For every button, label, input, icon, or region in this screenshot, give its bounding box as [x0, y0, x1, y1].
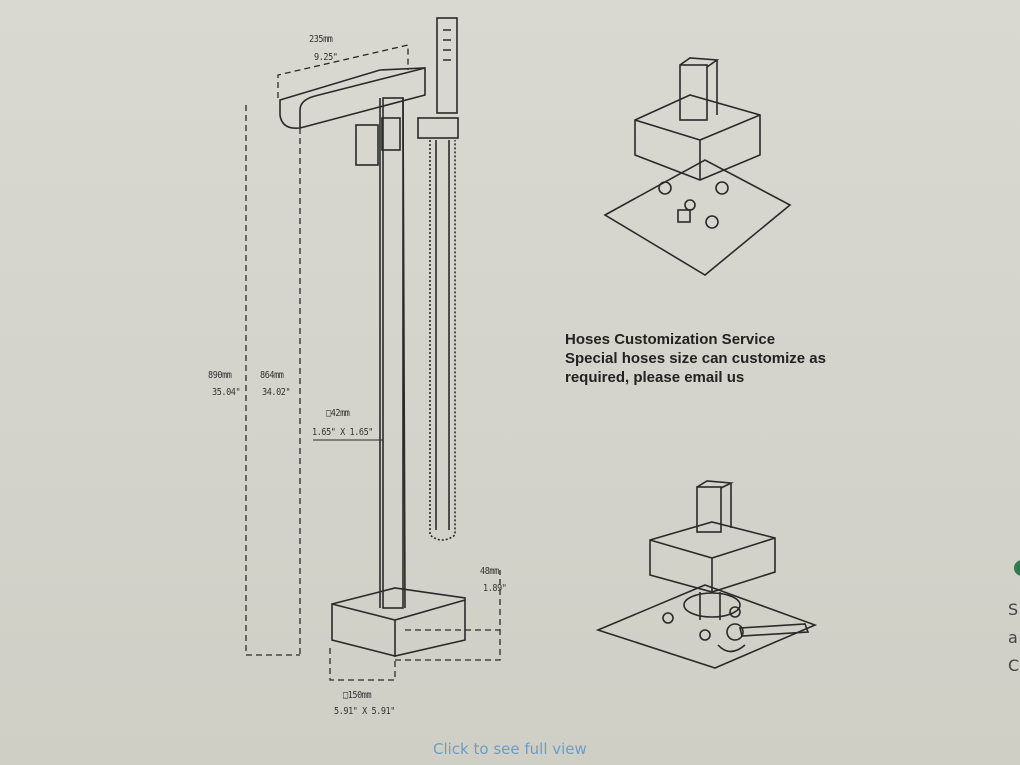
base-height-mm: 48mm — [480, 566, 499, 577]
base-height-in: 1.89" — [483, 583, 507, 594]
cut-off-text-3: C — [1008, 656, 1020, 675]
pipe-size-in: 1.65" X 1.65" — [312, 427, 374, 438]
cut-off-text-1: S — [1008, 600, 1019, 619]
base-size-mm: □150mm — [343, 690, 372, 701]
base-size-in: 5.91" X 5.91" — [334, 706, 396, 717]
spout-height-mm: 864mm — [260, 370, 284, 381]
faucet-base — [331, 587, 466, 657]
install-illustration-top — [603, 57, 792, 276]
note-line-2: required, please email us — [565, 369, 745, 386]
hand-shower — [417, 17, 459, 541]
install-illustration-bottom — [595, 480, 818, 669]
cut-off-text-2: a — [1008, 628, 1018, 647]
spout-height-in: 34.02" — [262, 387, 291, 398]
spout-reach-in: 9.25" — [314, 52, 338, 63]
pipe-size-mm: □42mm — [326, 408, 350, 419]
faucet-column — [355, 97, 406, 609]
faucet-spout — [279, 67, 426, 130]
spout-reach-mm: 235mm — [309, 34, 333, 45]
note-title: Hoses Customization Service — [565, 331, 776, 348]
note-line-1: Special hoses size can customize as — [565, 350, 826, 367]
full-view-link[interactable]: Click to see full view — [433, 740, 587, 758]
total-height-in: 35.04" — [212, 387, 241, 398]
dimension-lines — [245, 44, 501, 681]
total-height-mm: 890mm — [208, 370, 232, 381]
green-indicator — [1014, 560, 1020, 576]
hoses-customization-note: Hoses Customization Service Special hose… — [565, 330, 826, 387]
